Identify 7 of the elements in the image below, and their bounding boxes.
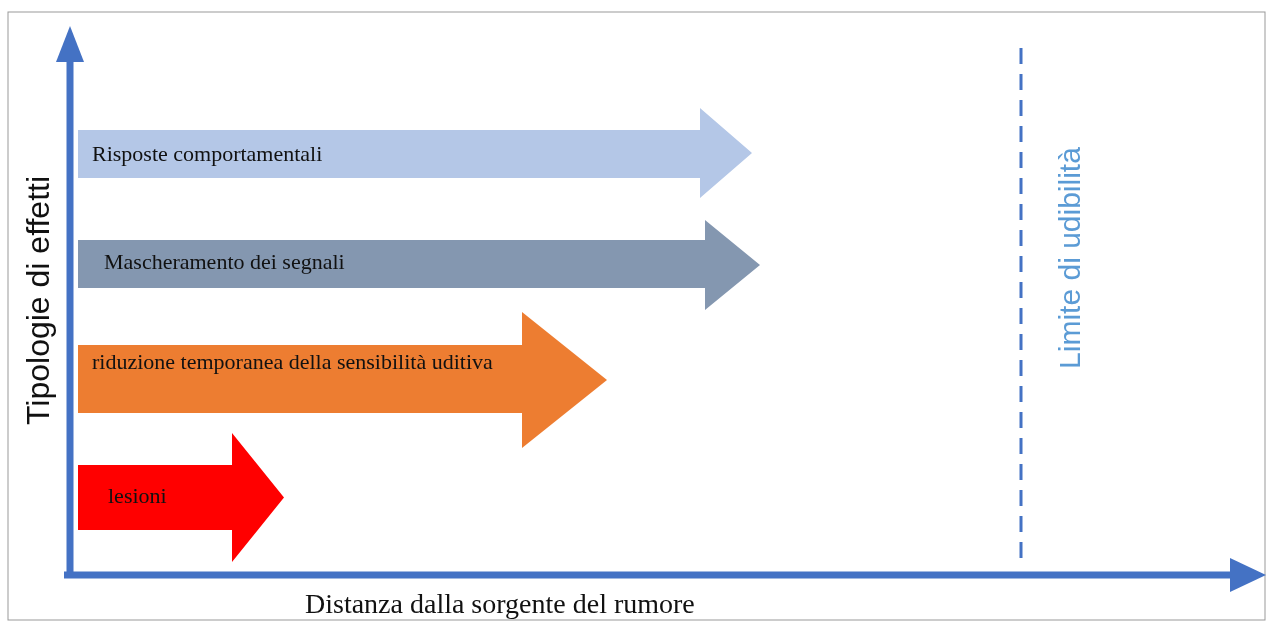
arrow-label: lesioni [108,482,168,510]
limit-label: Limite di udibilità [1052,147,1087,369]
axis-title: Tipologie di effetti [19,175,57,425]
axis-title: Distanza dalla sorgente del rumore [305,588,695,620]
arrow-label: riduzione temporanea della sensibilità uditiva [92,348,494,376]
arrow-label: Mascheramento dei segnali [104,248,346,276]
arrow-label: Risposte comportamentali [92,140,324,168]
